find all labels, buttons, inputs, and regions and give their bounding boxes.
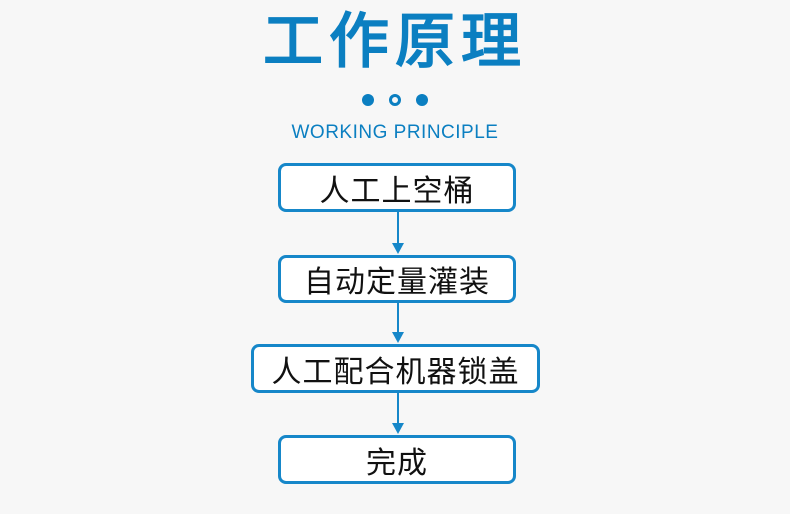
flow-arrow-3-icon — [392, 393, 404, 434]
page-title: 工作原理 — [263, 7, 527, 77]
flow-arrow-1-icon — [392, 212, 404, 254]
flow-step-load-empty-bucket: 人工上空桶 — [278, 163, 516, 212]
flow-step-complete: 完成 — [278, 435, 516, 484]
flow-arrow-2-icon — [392, 303, 404, 343]
dot-center-icon — [389, 94, 401, 106]
dot-left-icon — [362, 94, 374, 106]
dot-right-icon — [416, 94, 428, 106]
flow-step-capping: 人工配合机器锁盖 — [251, 344, 540, 393]
flow-step-auto-filling: 自动定量灌装 — [278, 255, 516, 303]
page-subtitle: WORKING PRINCIPLE — [291, 122, 499, 143]
decorative-dots — [362, 94, 428, 108]
